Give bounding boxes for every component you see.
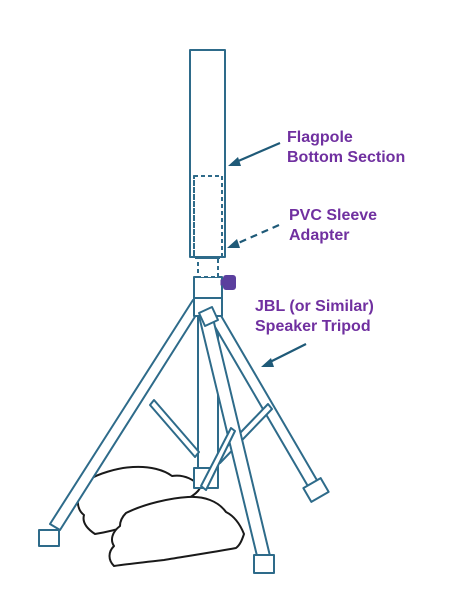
pvc-sleeve-label-line1: PVC Sleeve: [289, 207, 378, 224]
tripod-front-leg-cap: [198, 306, 219, 327]
pvc-callout-arrowhead: [227, 239, 240, 248]
speaker-tripod: [38, 276, 330, 574]
front-pillow: [108, 495, 245, 567]
pvc-sleeve-inside-pole: [193, 175, 223, 258]
tripod-label-line2: Speaker Tripod: [255, 318, 371, 335]
callout-arrows: [227, 141, 307, 367]
tripod-inner-strut: [200, 427, 236, 491]
pvc-sleeve-lower-band: [197, 257, 219, 278]
tripod-callout-line: [269, 343, 307, 363]
pvc-sleeve-label-line2: Adapter: [289, 227, 350, 244]
tripod-label: JBL (or Similar) Speaker Tripod: [255, 297, 374, 337]
flagpole-label-line2: Bottom Section: [287, 149, 406, 166]
flagpole-callout-line: [235, 141, 281, 164]
pvc-sleeve-adapter: [193, 175, 223, 278]
flagpole-tube: [189, 49, 226, 258]
pvc-sleeve-label: PVC Sleeve Adapter: [289, 206, 377, 246]
tripod-label-line1: JBL (or Similar): [255, 298, 374, 315]
flagpole-label-line1: Flagpole: [287, 129, 353, 146]
tripod-left-foot: [38, 529, 60, 547]
flagpole-label: Flagpole Bottom Section: [287, 128, 405, 168]
tripod-clamp-knob: [223, 275, 236, 290]
tripod-callout-arrowhead: [261, 358, 274, 367]
tripod-top-collar: [193, 276, 223, 299]
tripod-left-brace: [149, 399, 200, 458]
tripod-clamp-knob-stem: [220, 279, 226, 286]
pvc-callout-line: [235, 223, 280, 246]
sandbag-pillows: [76, 465, 245, 567]
tripod-front-foot: [253, 554, 275, 574]
tripod-back-foot: [302, 477, 330, 503]
pvc-sleeve-hidden-portion: [193, 175, 223, 259]
flagpole-callout-arrowhead: [228, 157, 241, 166]
flagpole-bottom-section: [189, 49, 226, 258]
